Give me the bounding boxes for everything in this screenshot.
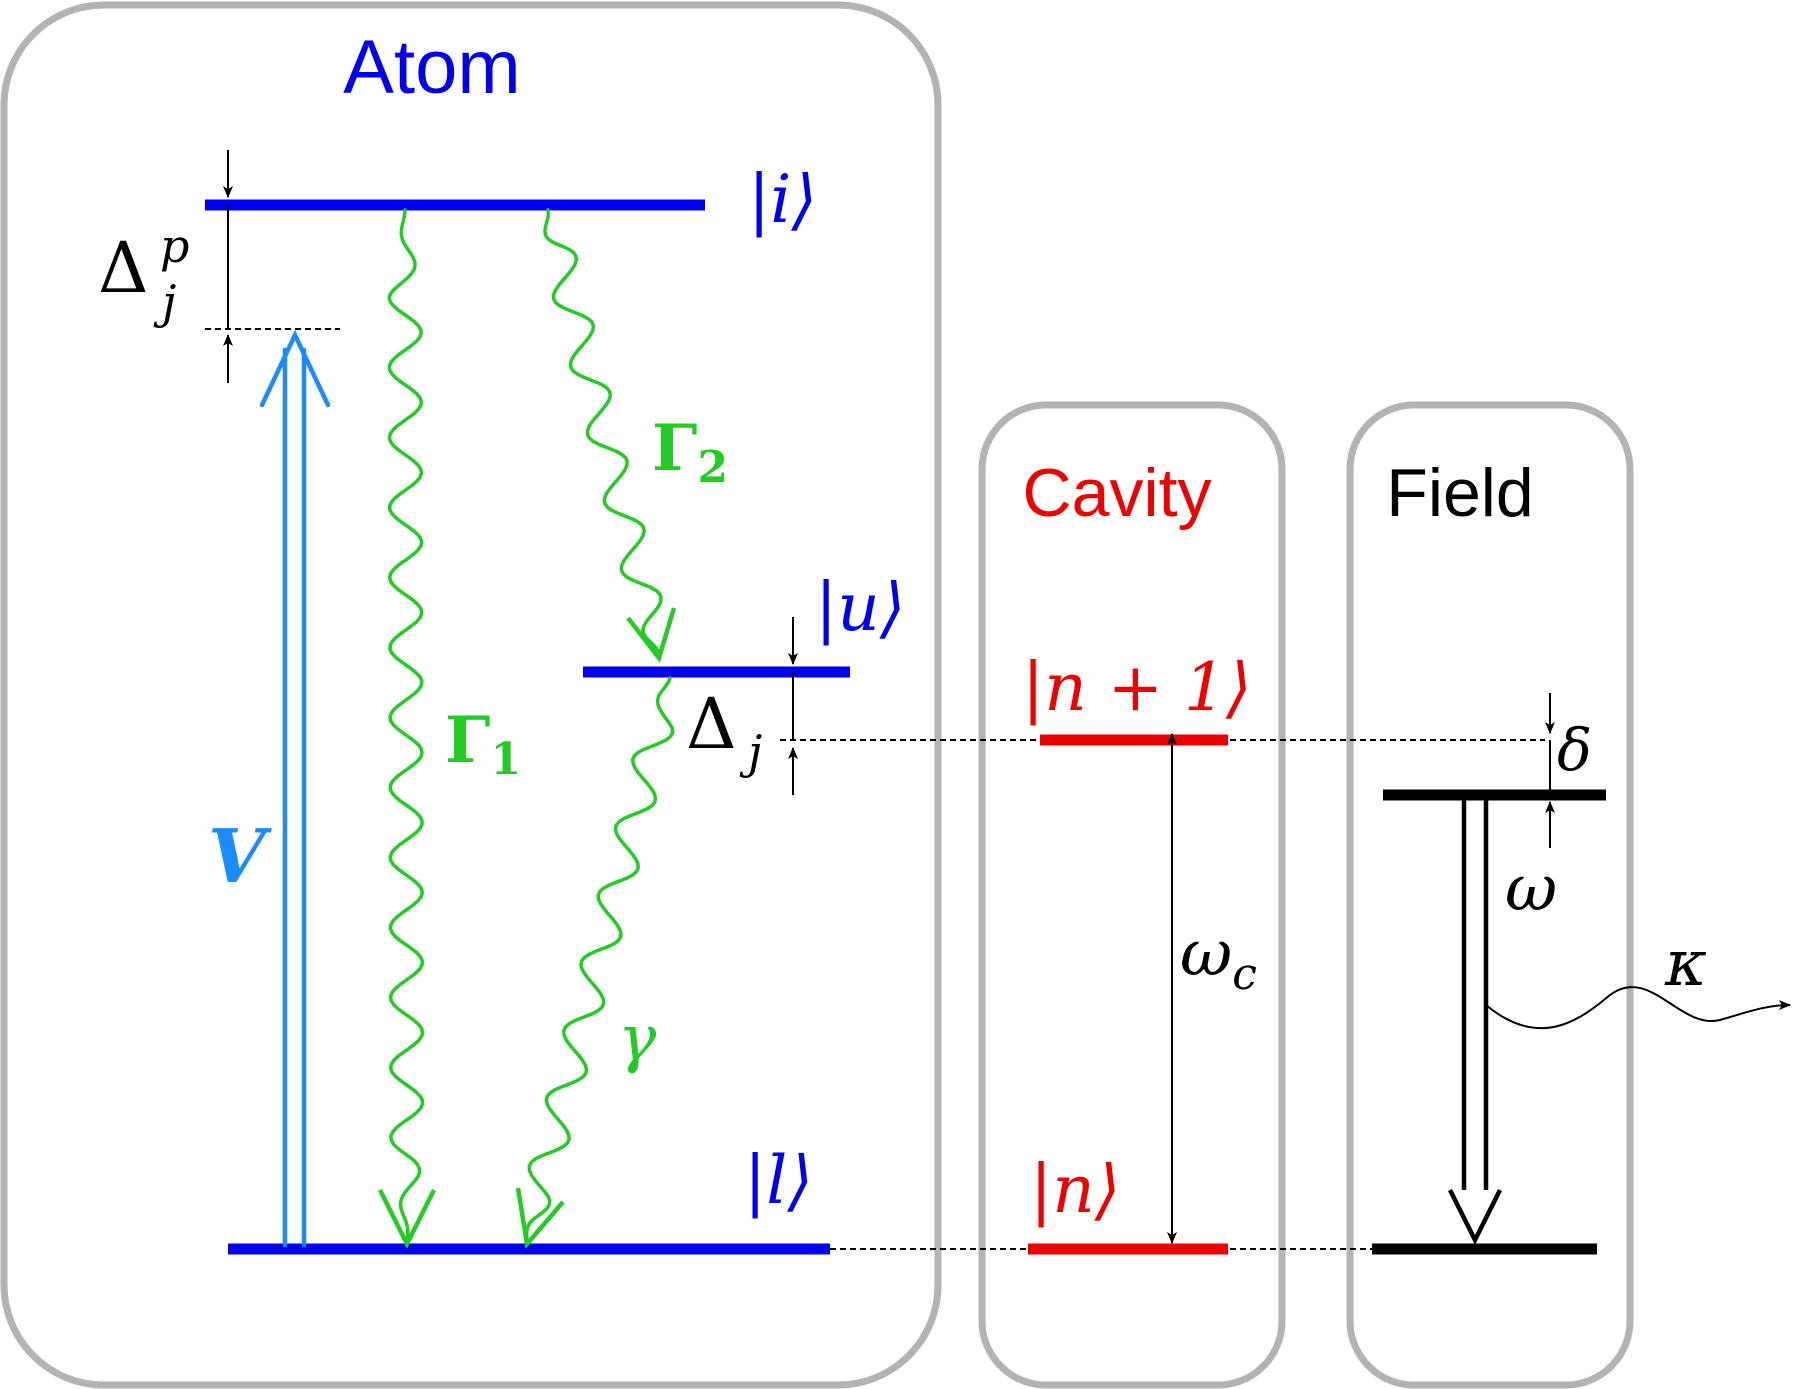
delta-j-label: Δ <box>686 683 737 765</box>
gamma-decay-arrow <box>524 676 675 1242</box>
gamma1-label: Γ1 <box>445 703 521 785</box>
cavity-box <box>978 401 1286 1389</box>
delta-p-subscript: j <box>153 275 176 329</box>
gamma1-arrowhead <box>377 1188 437 1250</box>
omega-label: ω <box>1505 852 1557 926</box>
gamma2-arrowhead <box>626 607 677 663</box>
field-title: Field <box>1386 455 1533 531</box>
level-n-label: |n⟩ <box>1030 1151 1121 1228</box>
field-box <box>1346 401 1634 1389</box>
level-u-label: |u⟩ <box>815 569 906 646</box>
delta-j-subscript: j <box>739 725 762 779</box>
cavity-title: Cavity <box>1023 455 1212 531</box>
gamma2-label: Γ2 <box>652 411 728 493</box>
omega-c-label: ωc <box>1180 917 1257 1000</box>
delta-p-label: Δ <box>98 227 149 309</box>
level-l-label: |l⟩ <box>744 1142 813 1219</box>
kappa-label: κ <box>1664 927 1707 1001</box>
field-emission-arrow <box>1447 800 1503 1246</box>
level-n-plus-1-label: |n + 1⟩ <box>1022 649 1252 726</box>
pump-label: V <box>208 814 272 900</box>
level-i-label: |i⟩ <box>748 161 817 238</box>
pump-arrow <box>259 329 331 1248</box>
gamma2-decay-arrow <box>543 208 663 657</box>
delta-p-superscript: p <box>160 219 189 273</box>
delta-small-label: δ <box>1557 716 1592 784</box>
gamma1-decay-arrow <box>387 208 425 1242</box>
gamma-label: γ <box>618 1002 657 1076</box>
atom-title: Atom <box>343 25 520 110</box>
atom-box <box>0 1 942 1389</box>
gamma-arrowhead <box>515 1187 565 1250</box>
kappa-leak-arrow <box>1485 986 1791 1030</box>
